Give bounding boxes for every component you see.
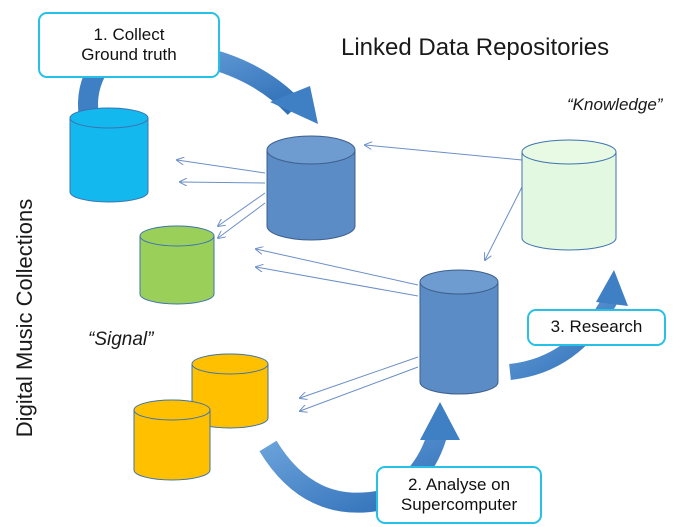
cylinder-signal-front xyxy=(133,399,211,481)
cylinder-cyan xyxy=(69,107,149,203)
cylinder-green xyxy=(139,225,215,305)
cylinder-repo-top xyxy=(266,135,356,241)
signal-tag: “Signal” xyxy=(88,329,154,350)
step-research-box: 3. Research xyxy=(527,309,666,346)
cylinder-knowledge xyxy=(521,139,617,251)
step-analyse-box: 2. Analyse on Supercomputer xyxy=(376,466,542,524)
link-arrows xyxy=(177,145,523,411)
step-collect-box: 1. Collect Ground truth xyxy=(38,12,220,78)
cylinder-signal-back xyxy=(191,353,269,429)
side-label: Digital Music Collections xyxy=(12,199,37,437)
cylinder-repo-bottom xyxy=(419,269,499,395)
knowledge-tag: “Knowledge” xyxy=(567,95,663,114)
page-title: Linked Data Repositories xyxy=(341,34,610,61)
